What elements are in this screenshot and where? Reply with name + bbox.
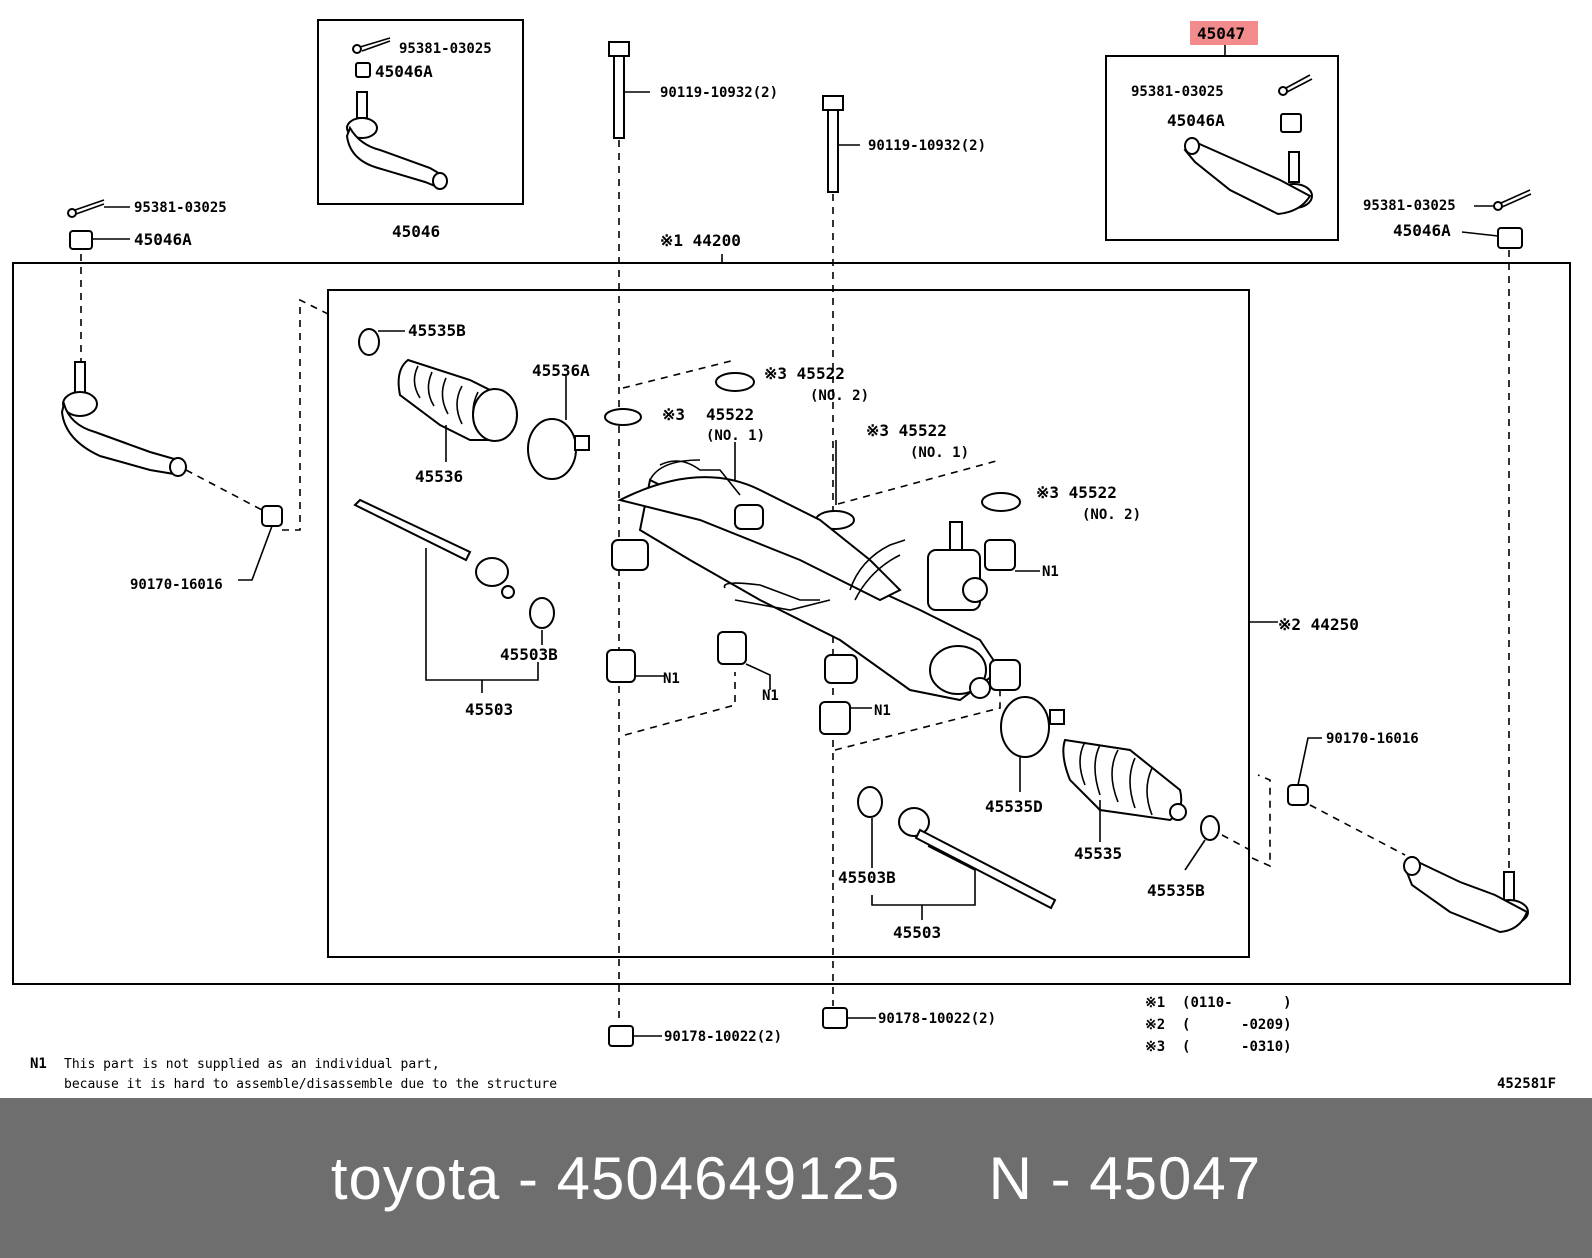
clamp-icon <box>1200 815 1220 841</box>
cotter-pin-icon <box>67 199 105 218</box>
label-bolt-1: 90119-10932(2) <box>660 85 778 101</box>
boot-icon <box>397 358 518 442</box>
label-assembly-44200: ※1 44200 <box>660 231 741 250</box>
bolt-icon <box>822 95 844 193</box>
note-3: ※3 ( -0310) <box>1145 1039 1292 1055</box>
label-right-cotter: 95381-03025 <box>1363 198 1456 214</box>
bushing-icon <box>606 539 1016 735</box>
castle-nut-icon <box>355 62 371 78</box>
inner-gear-frame <box>327 289 1250 958</box>
castle-nut-icon <box>1280 113 1302 133</box>
steering-rack-icon <box>611 459 1021 702</box>
label-clamp-left-large: 45536A <box>532 361 590 380</box>
cotter-pin-icon <box>1493 189 1532 211</box>
castle-nut-icon <box>1497 227 1523 249</box>
label-clamp-left: 45535B <box>408 321 466 340</box>
label-inset-left-cotter: 95381-03025 <box>399 41 492 57</box>
label-n1-d: N1 <box>874 703 891 719</box>
label-assembly-44250: ※2 44250 <box>1278 615 1359 634</box>
label-boot-left: 45536 <box>415 467 463 486</box>
inset-box-left <box>317 19 524 205</box>
label-nut-bottom-1: 90178-10022(2) <box>664 1029 782 1045</box>
highlight-badge <box>1190 21 1258 45</box>
label-washer-d: ※3 45522 <box>1036 483 1117 502</box>
label-washer-a-sub: (NO. 1) <box>706 428 765 444</box>
inner-tie-rod-icon <box>353 498 515 599</box>
label-n1-c: N1 <box>762 688 779 704</box>
parts-diagram: 95381-03025 45046A 45046 90119-10932(2) … <box>12 19 1571 1092</box>
label-nut-bottom-2: 90178-10022(2) <box>878 1011 996 1027</box>
label-clamp-right: 45535B <box>1147 881 1205 900</box>
claw-washer-icon <box>857 786 883 818</box>
label-inset-left-nut: 45046A <box>375 62 433 81</box>
label-right-nut-lock: 90170-16016 <box>1326 731 1419 747</box>
note-2: ※2 ( -0209) <box>1145 1017 1292 1033</box>
note-1: ※1 (0110- ) <box>1145 995 1292 1011</box>
n1-note-mark: N1 <box>30 1056 47 1072</box>
label-right-rod: 45503 <box>893 923 941 942</box>
lock-nut-icon <box>261 505 283 527</box>
tie-rod-end-icon <box>1183 137 1313 216</box>
n1-note-line-1: This part is not supplied as an individu… <box>64 1057 440 1072</box>
label-n1-a: N1 <box>1042 564 1059 580</box>
inner-tie-rod-icon <box>898 807 1057 910</box>
claw-washer-icon <box>529 597 555 629</box>
footer-text: toyota - 4504649125 N - 45047 <box>330 1144 1262 1212</box>
label-clamp-right-large: 45535D <box>985 797 1043 816</box>
washer-icon <box>604 372 1021 530</box>
label-left-nut: 45046A <box>134 230 192 249</box>
bolt-icon <box>608 41 630 139</box>
n1-note-line-2: because it is hard to assemble/disassemb… <box>64 1077 557 1092</box>
label-washer-b: ※3 45522 <box>764 364 845 383</box>
label-washer-c: ※3 45522 <box>866 421 947 440</box>
label-washer-b-sub: (NO. 2) <box>810 388 869 404</box>
clamp-icon <box>1000 696 1065 758</box>
outer-assembly-frame <box>12 262 1571 985</box>
clamp-icon <box>527 418 590 480</box>
boot-icon <box>1062 738 1187 822</box>
label-left-cotter: 95381-03025 <box>134 200 227 216</box>
tie-rod-end-icon <box>60 361 187 477</box>
label-inset-right-nut: 45046A <box>1167 111 1225 130</box>
cotter-pin-icon <box>1278 74 1313 96</box>
label-left-rod: 45503 <box>465 700 513 719</box>
label-washer-a-num: 45522 <box>706 405 754 424</box>
label-left-claw: 45503B <box>500 645 558 664</box>
cotter-pin-icon <box>352 37 391 54</box>
label-bolt-2: 90119-10932(2) <box>868 138 986 154</box>
label-n1-b: N1 <box>663 671 680 687</box>
label-inset-left-part: 45046 <box>392 222 440 241</box>
label-washer-c-sub: (NO. 1) <box>910 445 969 461</box>
label-highlight-45047: 45047 <box>1197 24 1245 43</box>
footer-banner: toyota - 4504649125 N - 45047 <box>0 1098 1592 1258</box>
lock-nut-icon <box>1287 784 1309 806</box>
clamp-icon <box>358 328 380 356</box>
label-right-nut: 45046A <box>1393 221 1451 240</box>
label-washer-a-mark: ※3 <box>662 405 685 424</box>
flange-nut-icon <box>608 1007 848 1047</box>
inset-box-right <box>1105 55 1339 241</box>
castle-nut-icon <box>69 230 93 250</box>
drawing-id: 452581F <box>1497 1076 1556 1092</box>
tie-rod-end-icon <box>345 91 448 190</box>
label-inset-right-cotter: 95381-03025 <box>1131 84 1224 100</box>
label-left-nut-lock: 90170-16016 <box>130 577 223 593</box>
label-right-claw: 45503B <box>838 868 896 887</box>
label-washer-d-sub: (NO. 2) <box>1082 507 1141 523</box>
tie-rod-end-icon <box>1403 856 1529 934</box>
label-boot-right: 45535 <box>1074 844 1122 863</box>
